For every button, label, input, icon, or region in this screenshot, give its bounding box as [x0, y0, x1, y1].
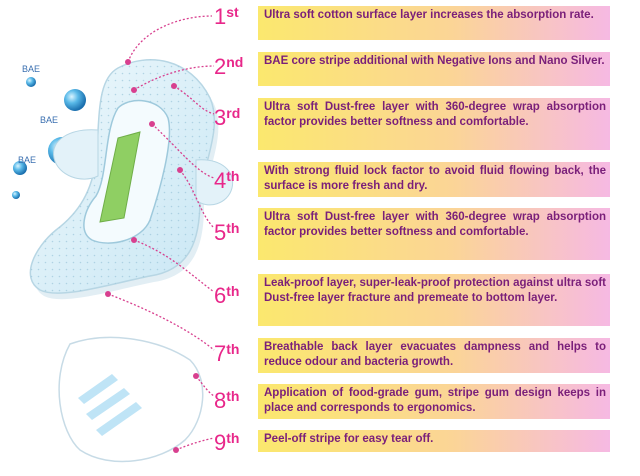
layer-suffix: th	[226, 168, 240, 184]
layer-suffix: nd	[226, 54, 244, 70]
layer-rank: 4	[214, 168, 227, 193]
layer-description-4: With strong fluid lock factor to avoid f…	[258, 162, 610, 197]
core-strip	[99, 131, 141, 223]
leader-dot-6	[131, 237, 137, 243]
layer-description-2: BAE core stripe additional with Negative…	[258, 52, 610, 86]
bae-sphere	[26, 77, 36, 87]
layer-number-5: 5th	[214, 220, 262, 245]
bae-sphere	[12, 191, 20, 199]
layer-rank: 8	[214, 388, 227, 413]
leader-dot-9	[173, 447, 179, 453]
layer-suffix: st	[226, 4, 239, 20]
gum-stripe	[86, 388, 130, 420]
layer-rank: 9	[214, 430, 227, 455]
leader-dot-8	[193, 373, 199, 379]
layer-suffix: th	[226, 388, 240, 404]
leader-line-4	[151, 123, 215, 179]
layer-suffix: th	[226, 283, 240, 299]
layer-rank: 1	[214, 4, 227, 29]
leader-line-8	[195, 375, 215, 397]
layer-number-2: 2nd	[214, 54, 262, 79]
leader-dot-5	[177, 167, 183, 173]
leader-line-5	[179, 169, 215, 229]
bae-label: BAE	[40, 115, 59, 125]
layer-description-3: Ultra soft Dust-free layer with 360-degr…	[258, 98, 610, 150]
layer-number-8: 8th	[214, 388, 262, 413]
leader-dot-7	[105, 291, 111, 297]
layer-number-4: 4th	[214, 168, 262, 193]
layer-rank: 3	[214, 105, 227, 130]
pad-wing	[53, 129, 99, 180]
back-layer	[58, 336, 204, 463]
gum-stripe	[78, 374, 118, 404]
layer-number-7: 7th	[214, 341, 262, 366]
layer-description-6: Leak-proof layer, super-leak-proof prote…	[258, 274, 610, 326]
leader-dot-4	[149, 121, 155, 127]
layer-description-1: Ultra soft cotton surface layer increase…	[258, 6, 610, 40]
leader-dot-2	[131, 87, 137, 93]
pad-wing	[195, 159, 234, 206]
layer-suffix: th	[226, 430, 240, 446]
layer-number-6: 6th	[214, 283, 262, 308]
leader-line-1	[127, 15, 213, 63]
gum-stripe	[96, 402, 142, 436]
bae-sphere	[13, 161, 27, 175]
layer-description-5: Ultra soft Dust-free layer with 360-degr…	[258, 208, 610, 260]
leader-line-9	[175, 437, 215, 451]
bae-label: BAE	[18, 155, 37, 165]
bae-label: BAE	[22, 64, 41, 74]
leader-dot-3	[171, 83, 177, 89]
layer-rank: 2	[214, 54, 227, 79]
layer-description-7: Breathable back layer evacuates dampness…	[258, 338, 610, 373]
leader-line-2	[133, 65, 215, 91]
leader-dot-1	[125, 59, 131, 65]
layer-number-9: 9th	[214, 430, 262, 455]
bae-sphere	[64, 89, 86, 111]
layer-rank: 5	[214, 220, 227, 245]
leader-line-3	[173, 85, 215, 115]
layer-number-3: 3rd	[214, 105, 262, 130]
layer-description-9: Peel-off stripe for easy tear off.	[258, 430, 610, 452]
layer-suffix: rd	[226, 105, 241, 121]
layer-suffix: th	[226, 341, 240, 357]
layer-number-1: 1st	[214, 4, 262, 29]
layer-rank: 7	[214, 341, 227, 366]
layer-suffix: th	[226, 220, 240, 236]
layer-description-8: Application of food-grade gum, stripe gu…	[258, 384, 610, 419]
leader-line-7	[107, 293, 215, 351]
layer-rank: 6	[214, 283, 227, 308]
